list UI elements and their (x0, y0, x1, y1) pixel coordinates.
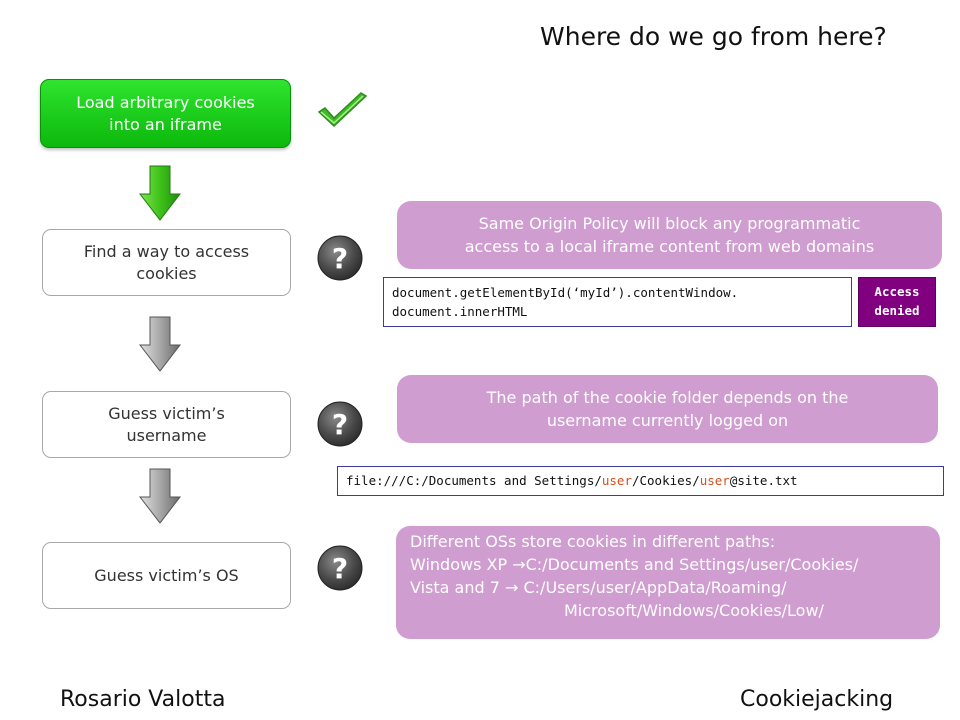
path-part: @site.txt (729, 473, 798, 488)
note-text: Vista and 7 (410, 578, 505, 597)
slide-title: Where do we go from here? (540, 22, 887, 51)
svg-text:?: ? (332, 408, 348, 441)
note-cookie-folder-path: The path of the cookie folder depends on… (397, 375, 938, 443)
path-part: /Cookies/ (631, 473, 700, 488)
code-line: document.getElementById(‘myId’).contentW… (392, 285, 739, 300)
badge-line: Access (874, 284, 920, 299)
step-label-line1: Guess victim’s OS (94, 565, 239, 585)
arrow-down-icon (138, 165, 182, 221)
step-guess-os: Guess victim’s OS (42, 542, 291, 609)
note-text: Windows XP (410, 555, 513, 574)
code-cookie-file-path: file:///C:/Documents and Settings/user/C… (337, 466, 944, 496)
right-arrow-icon: → (505, 578, 519, 597)
step-label-line2: into an iframe (109, 114, 222, 134)
step-load-cookies: Load arbitrary cookies into an iframe (40, 79, 291, 148)
step-label-line1: Guess victim’s (108, 403, 225, 423)
path-part: file:///C:/Documents and Settings/ (346, 473, 602, 488)
footer-topic: Cookiejacking (740, 687, 894, 712)
arrow-down-icon (138, 468, 182, 524)
step-label-line2: username (126, 425, 207, 445)
access-denied-badge: Access denied (858, 277, 936, 327)
note-os-cookie-paths: Different OSs store cookies in different… (396, 526, 940, 639)
code-line: document.innerHTML (392, 304, 528, 319)
arrow-down-icon (138, 316, 182, 372)
note-line: access to a local iframe content from we… (464, 237, 875, 256)
note-line: Different OSs store cookies in different… (410, 532, 776, 551)
question-mark-icon: ? (317, 235, 363, 281)
note-line: Vista and 7 → C:/Users/user/AppData/Roam… (410, 576, 926, 599)
note-line: Same Origin Policy will block any progra… (478, 214, 861, 233)
path-user-highlight: user (699, 473, 730, 488)
note-line: username currently logged on (546, 411, 789, 430)
note-text: C:/Users/user/AppData/Roaming/ (518, 578, 787, 597)
svg-text:?: ? (332, 242, 348, 275)
note-line: Microsoft/Windows/Cookies/Low/ (564, 601, 824, 620)
question-mark-icon: ? (317, 545, 363, 591)
step-label-line1: Find a way to access (83, 241, 250, 261)
checkmark-icon (317, 92, 368, 128)
step-access-cookies: Find a way to access cookies (42, 229, 291, 296)
note-text: C:/Documents and Settings/user/Cookies/ (525, 555, 859, 574)
note-line: The path of the cookie folder depends on… (486, 388, 849, 407)
svg-text:?: ? (332, 552, 348, 585)
step-label-line2: cookies (136, 263, 197, 283)
badge-line: denied (874, 303, 920, 318)
code-snippet-iframe-access: document.getElementById(‘myId’).contentW… (383, 277, 852, 327)
question-mark-icon: ? (317, 401, 363, 447)
step-guess-username: Guess victim’s username (42, 391, 291, 458)
step-label-line1: Load arbitrary cookies (76, 92, 255, 112)
note-same-origin-policy: Same Origin Policy will block any progra… (397, 201, 942, 269)
note-line: Windows XP →C:/Documents and Settings/us… (410, 553, 926, 576)
footer-author: Rosario Valotta (60, 687, 226, 712)
path-user-highlight: user (601, 473, 632, 488)
right-arrow-icon: → (512, 555, 526, 574)
